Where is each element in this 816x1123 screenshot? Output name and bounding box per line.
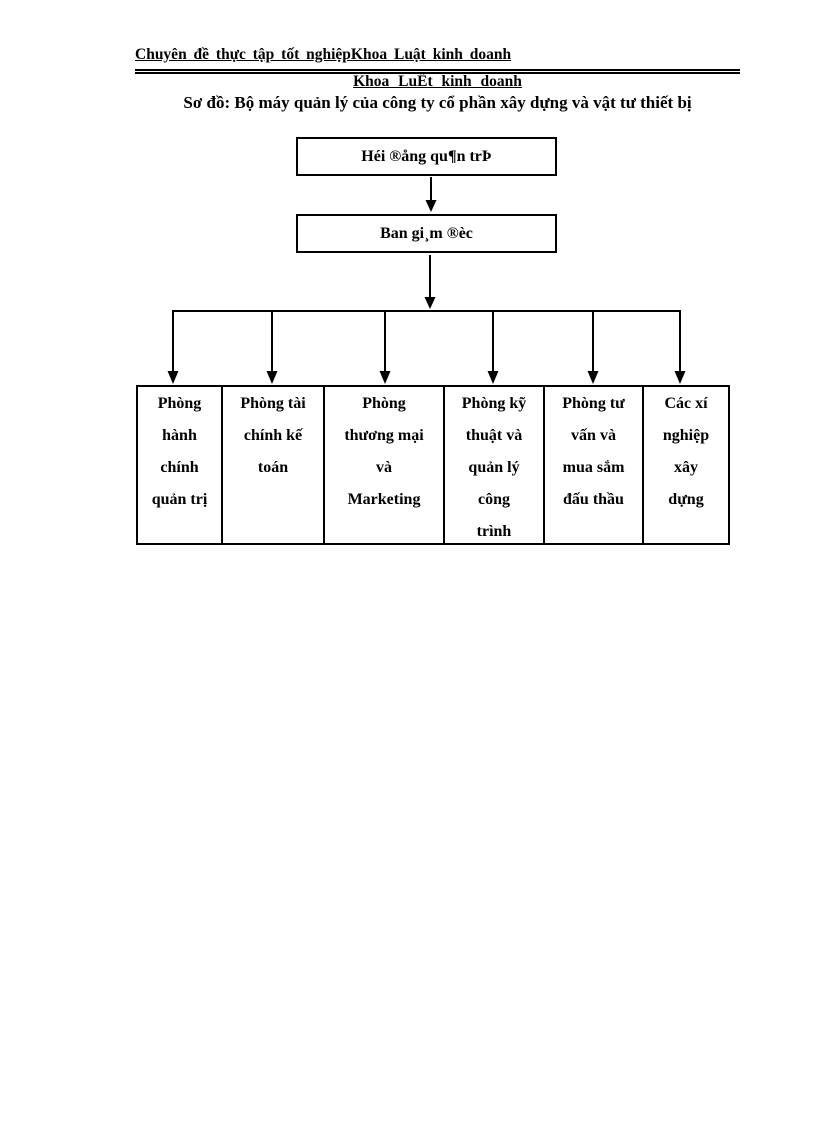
diagram-title: Sơ đồ: Bộ máy quản lý của công ty cổ phầ… xyxy=(183,93,692,112)
header-divider xyxy=(135,69,740,74)
departments-row: Phòng hành chính quản trị Phòng tài chín… xyxy=(136,385,730,545)
management-board-box: Ban gi¸m ®èc xyxy=(296,214,557,253)
department-cell-construction: Các xí nghiệp xây dựng xyxy=(662,395,710,508)
management-board-label: Ban gi¸m ®èc xyxy=(380,224,473,242)
board-of-directors-label: Héi ®ång qu¶n trÞ xyxy=(361,147,492,165)
department-cell-admin: Phòng hành chính quản trị xyxy=(138,387,223,543)
department-cell-marketing: Phòng thương mại và Marketing xyxy=(325,387,445,543)
header-line-1: Chuyên đề thực tập tốt nghiệpKhoa Luật k… xyxy=(135,46,512,63)
header-line-2: Khoa LuËt kinh doanh xyxy=(353,73,522,90)
department-cell-engineering: Phòng kỹ thuật và quản lý công trình xyxy=(445,387,545,543)
department-cell-finance: Phòng tài chính kế toán xyxy=(223,387,325,543)
board-of-directors-box: Héi ®ång qu¶n trÞ xyxy=(296,137,557,176)
department-cell-procurement: Phòng tư vấn và mua sắm đấu thầu xyxy=(545,387,644,543)
